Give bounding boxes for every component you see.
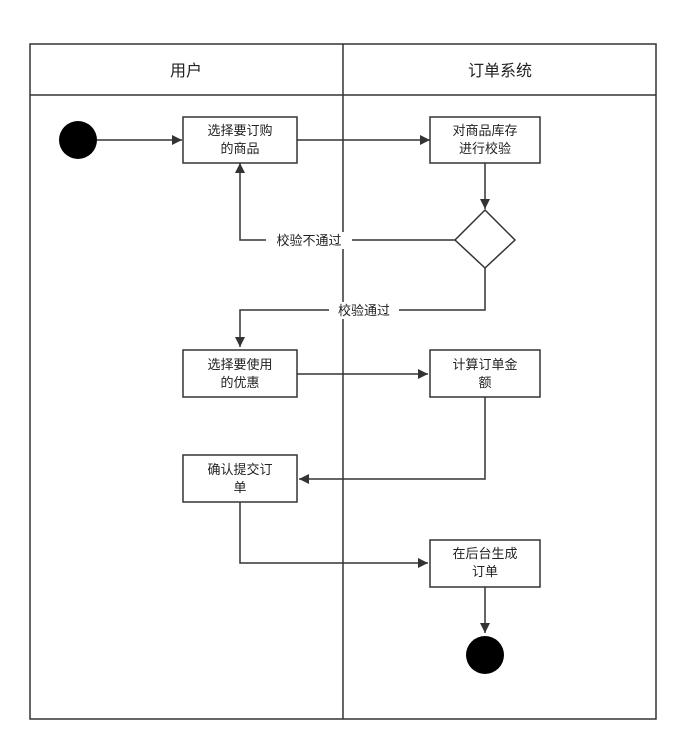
activity-select-coupon-line2: 的优惠 xyxy=(220,375,259,391)
activity-select-coupon: 选择要使用 的优惠 xyxy=(182,349,298,398)
activity-select-goods: 选择要订购 的商品 xyxy=(182,116,298,164)
lane-title-user: 用户 xyxy=(170,61,202,80)
activity-confirm-order-line2: 单 xyxy=(233,481,246,496)
decision-node xyxy=(453,208,517,270)
activity-confirm-order-line1: 确认提交订 xyxy=(207,462,272,478)
edge-calc-amount-to-confirm xyxy=(299,397,486,484)
end-node xyxy=(466,636,504,674)
activity-calc-amount-line2: 额 xyxy=(478,376,491,391)
activity-generate-order-line2: 订单 xyxy=(472,565,498,580)
lane-title-order-system: 订单系统 xyxy=(468,61,532,80)
activity-select-goods-line1: 选择要订购 xyxy=(207,123,272,139)
edge-confirm-to-generate xyxy=(239,502,428,568)
swimlane-frame xyxy=(29,43,657,720)
activity-select-coupon-line1: 选择要使用 xyxy=(207,357,272,373)
edge-label-pass: 校验通过 xyxy=(338,303,390,319)
activity-select-goods-line2: 的商品 xyxy=(220,141,259,157)
edge-label-bg-fail xyxy=(266,232,352,249)
activity-check-stock-line1: 对商品库存 xyxy=(452,123,517,139)
activity-check-stock-line2: 进行校验 xyxy=(459,141,511,157)
activity-confirm-order: 确认提交订 单 xyxy=(182,454,298,503)
activity-check-stock: 对商品库存 进行校验 xyxy=(429,116,541,164)
activity-generate-order-line1: 在后台生成 xyxy=(452,547,517,562)
activity-calc-amount-line1: 计算订单金 xyxy=(452,357,517,373)
start-node xyxy=(59,121,97,159)
activity-calc-amount: 计算订单金 额 xyxy=(429,349,541,398)
activity-generate-order: 在后台生成 订单 xyxy=(429,539,541,588)
edge-label-bg-pass xyxy=(329,302,399,319)
edge-label-fail: 校验不通过 xyxy=(276,233,341,249)
edge-decision-fail xyxy=(235,163,455,241)
